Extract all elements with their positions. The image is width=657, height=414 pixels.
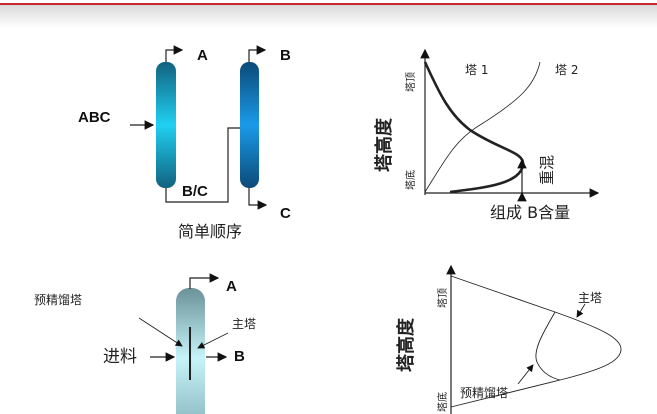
product-a-label: A bbox=[226, 278, 237, 295]
header-band bbox=[0, 4, 657, 28]
prefrac-curve bbox=[535, 311, 561, 381]
bottom-tick: 塔底 bbox=[404, 170, 417, 190]
simple-sequence-diagram bbox=[130, 45, 268, 210]
header-line bbox=[0, 3, 657, 5]
profile-chart-2 bbox=[446, 264, 622, 414]
series2-label: 塔 2 bbox=[555, 63, 578, 77]
x-axis-label: 组成 B含量 bbox=[490, 203, 570, 222]
product-b-label: B bbox=[234, 348, 245, 365]
product-a-label: A bbox=[197, 47, 208, 64]
arrow-top-a bbox=[189, 273, 220, 289]
top-tick: 塔顶 bbox=[436, 288, 449, 308]
main-tower-label: 主塔 bbox=[578, 291, 602, 305]
y-axis-label: 塔高度 bbox=[373, 117, 395, 172]
arrow-top-a bbox=[165, 45, 184, 62]
prefrac-pointer bbox=[138, 317, 183, 347]
arrow-top-b bbox=[248, 45, 267, 62]
y-axis-label: 塔高度 bbox=[395, 317, 417, 372]
main-tower-label: 主塔 bbox=[232, 317, 256, 331]
series1-label: 塔 1 bbox=[465, 63, 488, 77]
column-1 bbox=[156, 62, 176, 188]
caption: 简单顺序 bbox=[178, 222, 242, 241]
tower2-curve bbox=[424, 61, 541, 193]
product-b-label: B bbox=[280, 47, 291, 64]
main-pointer bbox=[197, 332, 229, 349]
arrow-bottom-c bbox=[248, 188, 268, 210]
feed-label: ABC bbox=[78, 109, 111, 126]
bc-label: B/C bbox=[182, 183, 208, 200]
remix-label: 重混 bbox=[538, 155, 556, 185]
product-c-label: C bbox=[280, 205, 291, 222]
main-tower-curve bbox=[450, 275, 622, 408]
top-tick: 塔顶 bbox=[404, 72, 417, 92]
pipe-bc bbox=[165, 127, 240, 203]
bottom-tick: 塔底 bbox=[436, 392, 449, 412]
feed-label: 进料 bbox=[103, 347, 137, 367]
prefrac-label: 预精馏塔 bbox=[34, 293, 82, 307]
main-pointer bbox=[576, 303, 586, 318]
profile-chart-1 bbox=[420, 48, 600, 202]
column-2 bbox=[240, 62, 259, 188]
prefrac-lines bbox=[138, 273, 229, 380]
prefrac-label: 预精馏塔 bbox=[460, 386, 508, 400]
prefrac-pointer bbox=[517, 364, 534, 385]
tower1-curve bbox=[423, 61, 525, 194]
